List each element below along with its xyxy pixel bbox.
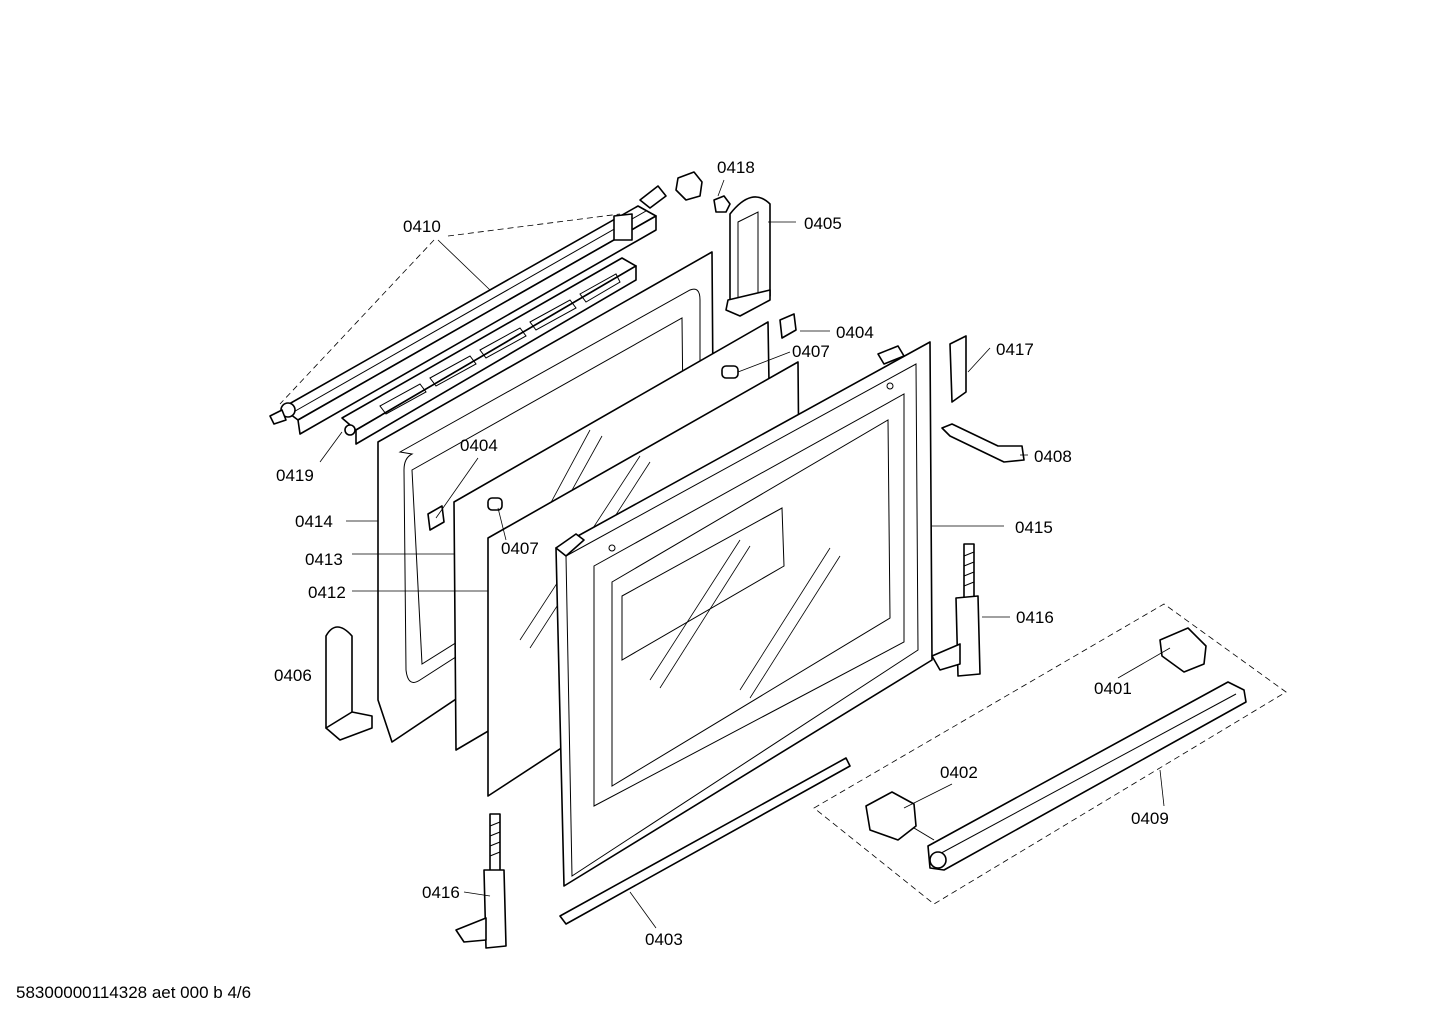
leader-lines xyxy=(279,179,1171,929)
callout-0404-left: 0404 xyxy=(460,436,498,455)
callout-0407-right: 0407 xyxy=(792,342,830,361)
part-bottom-seal xyxy=(559,757,851,925)
callout-0409: 0409 xyxy=(1131,809,1169,828)
callout-0405: 0405 xyxy=(804,214,842,233)
callout-0404-right: 0404 xyxy=(836,323,874,342)
callout-0407-left: 0407 xyxy=(501,539,539,558)
part-small-clip xyxy=(675,171,731,213)
part-outer-door xyxy=(555,341,933,887)
part-handle-assembly xyxy=(813,603,1287,905)
callout-0416-right: 0416 xyxy=(1016,608,1054,627)
callout-labels: 0418 0410 0405 0404 0407 0417 0404 0408 … xyxy=(274,158,1169,949)
part-seal-strip xyxy=(949,335,967,403)
callout-0406: 0406 xyxy=(274,666,312,685)
callout-0414: 0414 xyxy=(295,512,333,531)
callout-0416-left: 0416 xyxy=(422,883,460,902)
callout-0412: 0412 xyxy=(308,583,346,602)
callout-0401: 0401 xyxy=(1094,679,1132,698)
callout-0419: 0419 xyxy=(276,466,314,485)
part-right-side-cover xyxy=(725,196,771,317)
part-hinge-left xyxy=(455,813,507,949)
callout-0417: 0417 xyxy=(996,340,1034,359)
part-hinge-right xyxy=(931,543,981,677)
part-lock-bracket xyxy=(941,423,1025,463)
callout-0403: 0403 xyxy=(645,930,683,949)
part-vent-bracket xyxy=(341,257,637,445)
callout-0418: 0418 xyxy=(717,158,755,177)
callout-0415: 0415 xyxy=(1015,518,1053,537)
callout-0402: 0402 xyxy=(940,763,978,782)
callout-0410: 0410 xyxy=(403,217,441,236)
callout-0413: 0413 xyxy=(305,550,343,569)
part-top-trim-rail xyxy=(269,185,667,435)
callout-0408: 0408 xyxy=(1034,447,1072,466)
part-left-side-cover xyxy=(325,626,373,741)
drawing-reference-footer: 58300000114328 aet 000 b 4/6 xyxy=(16,983,251,1002)
